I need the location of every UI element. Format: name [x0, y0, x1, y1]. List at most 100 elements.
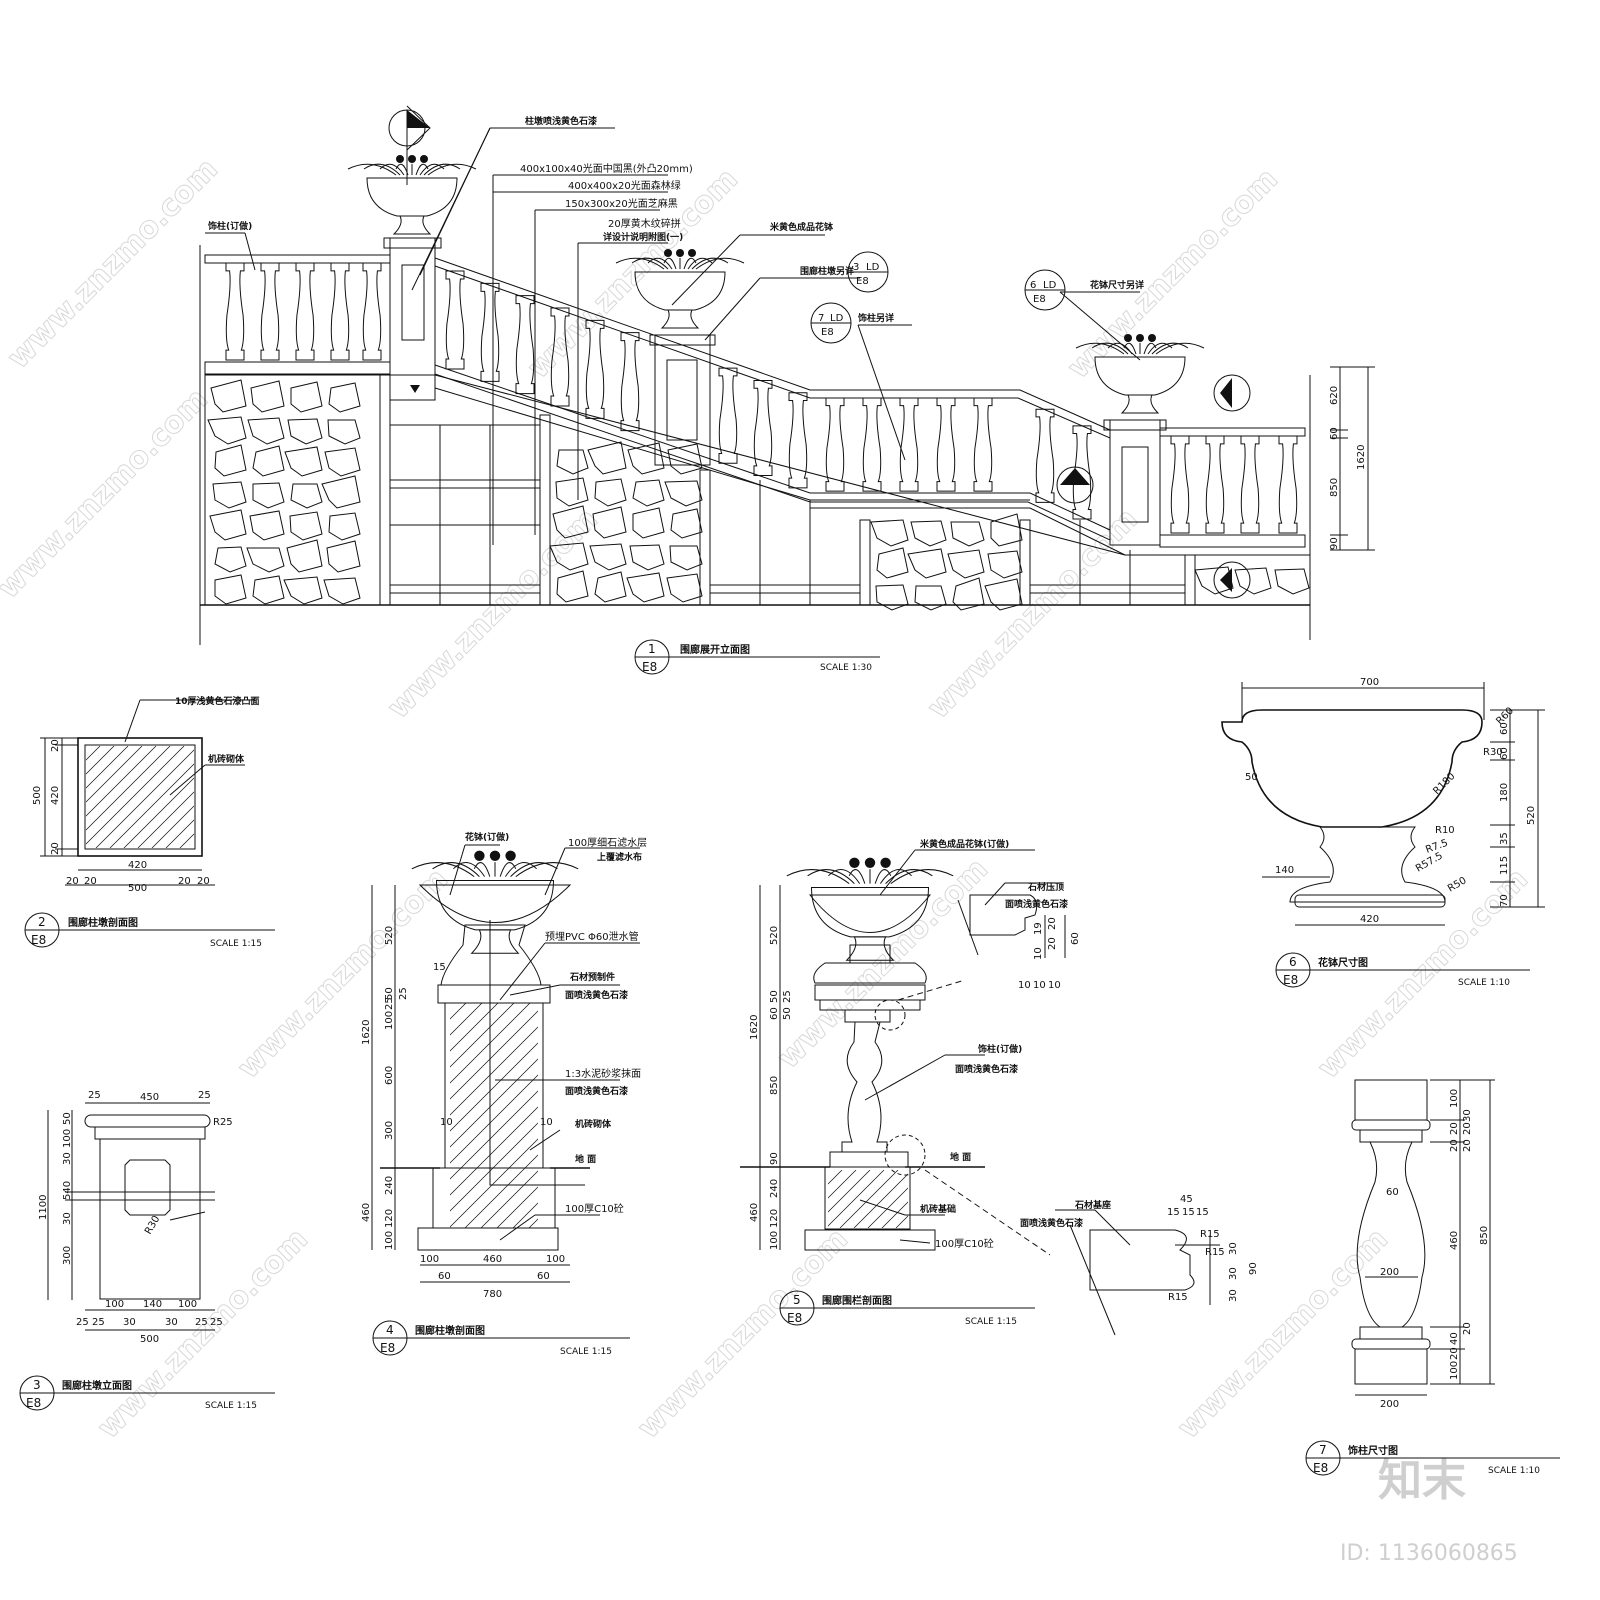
- dimension-text: 100: [1449, 1361, 1460, 1380]
- dimension-text: 120: [384, 1209, 395, 1228]
- dimension-text: 460: [361, 1203, 372, 1222]
- dimension-text: 30: [62, 1212, 73, 1225]
- hatch-line: [828, 1170, 857, 1199]
- dimension-text: 60: [769, 1007, 780, 1020]
- stone-pattern: [552, 505, 589, 539]
- dimension-text: 25: [398, 987, 409, 1000]
- pier-planter-section: 花钵(订做) 100厚细石滤水层 上覆滤水布 预埋PVC Φ60泄水管 石材预制…: [361, 831, 647, 1357]
- annotation-label: 饰柱另详: [857, 312, 894, 324]
- dimension-text: 700: [1360, 677, 1379, 688]
- hatch-line: [109, 763, 194, 848]
- dimension-text: R25: [213, 1117, 233, 1128]
- stone-pattern: [1234, 567, 1272, 595]
- dimension-text: 100: [384, 1231, 395, 1250]
- hatch-line: [881, 1201, 908, 1228]
- plant-leaf: [890, 869, 954, 885]
- stone-pattern: [592, 506, 627, 539]
- hatch-line: [86, 746, 129, 789]
- annotation-label: 1:3水泥砂浆抹面: [565, 1067, 641, 1080]
- stone-pattern: [947, 549, 985, 579]
- hatch-line: [839, 1153, 852, 1166]
- hatch-line: [432, 987, 446, 1001]
- annotation-label: 石材基座: [1074, 1199, 1111, 1211]
- drawing-scale: SCALE 1:15: [560, 1347, 612, 1357]
- dimension-text: 25: [384, 997, 395, 1010]
- baluster: [295, 262, 315, 361]
- dimension-text: 30: [1228, 1242, 1239, 1255]
- annotation-label: 150x300x20光面芝麻黑: [565, 197, 678, 210]
- dimension-text: 20: [50, 842, 61, 855]
- dimension-text: 50: [1245, 772, 1258, 783]
- baluster: [225, 262, 245, 361]
- dimension-text: 100: [105, 1299, 124, 1310]
- stone-pattern: [246, 547, 285, 573]
- callout-sheet: E8: [1033, 294, 1046, 305]
- dimension-text: 10: [1018, 980, 1031, 991]
- stone-pattern: [626, 572, 665, 603]
- dimension-text: 20: [1449, 1122, 1460, 1135]
- baluster: [753, 379, 773, 477]
- baluster: [480, 282, 500, 382]
- hatch-line: [828, 1170, 871, 1213]
- dimension-text: 600: [384, 1066, 395, 1085]
- baluster: [718, 367, 738, 464]
- annotation-label: 机砖基础: [920, 1203, 956, 1215]
- dimension-text: R10: [1435, 825, 1455, 836]
- hatch-line: [829, 1153, 842, 1166]
- hatch-line: [468, 987, 482, 1001]
- annotation-label: 400x400x20光面森林绿: [568, 179, 681, 192]
- planter-dimension-drawing: 700 R60 R30 60 60 50 R180 180 520 R10 R7…: [1221, 677, 1545, 988]
- hatch-line: [95, 749, 194, 848]
- drawing-title: 围廊柱墩剖面图: [68, 916, 138, 929]
- plant-leaf: [1123, 342, 1137, 355]
- hatch-line: [859, 1153, 872, 1166]
- plant-leaf: [1155, 342, 1205, 355]
- dimension-text: 100: [546, 1254, 565, 1265]
- dimension-text: 520: [1526, 806, 1537, 825]
- stone-pattern: [914, 585, 947, 611]
- hatch-line: [546, 987, 560, 1001]
- hatch-line: [496, 1186, 538, 1228]
- plant-leaf: [1151, 342, 1189, 355]
- plant-leaf: [848, 869, 866, 884]
- dimension-text: 50: [782, 1007, 793, 1020]
- baluster: [1240, 435, 1260, 534]
- stone-pattern: [290, 381, 323, 413]
- baluster: [515, 295, 535, 395]
- dimension-text: 200: [1380, 1399, 1399, 1410]
- planter-stem: [392, 215, 432, 235]
- flower-icon: [420, 155, 428, 163]
- plant-leaf: [510, 862, 558, 877]
- drawing-scale: SCALE 1:15: [210, 939, 262, 949]
- flower-icon: [664, 249, 672, 257]
- annotation-label: 石材预制件: [569, 971, 615, 983]
- drawing-title: 围廊柱墩立面图: [62, 1379, 132, 1392]
- dimension-text: 100: [62, 1129, 73, 1148]
- sheet-number: E8: [31, 933, 46, 947]
- flower-planter: [1075, 334, 1205, 414]
- annotation-label: 饰柱(订做): [207, 220, 252, 232]
- dimension-text: 100: [384, 1011, 395, 1030]
- stone-pattern: [252, 575, 285, 605]
- hatch-line: [528, 1218, 538, 1228]
- plant-leaf: [515, 862, 579, 878]
- elevation-drawing: 柱墩喷浅黄色石漆 400x100x40光面中国黑(外凸20mm) 400x400…: [199, 105, 1375, 961]
- stone-pattern: [670, 508, 703, 539]
- dimension-text: 90: [1329, 537, 1340, 550]
- dimension-text: R15: [1168, 1292, 1188, 1303]
- annotation-label: 花钵尺寸另详: [1090, 279, 1144, 291]
- dimension-text: 50: [384, 987, 395, 1000]
- plant-leaf: [879, 869, 912, 884]
- dimension-text: 20: [50, 739, 61, 752]
- dimension-text: R30: [1483, 747, 1503, 758]
- dimension-text: 25: [198, 1090, 211, 1101]
- annotation-label: 20厚黄木纹碎拼: [608, 217, 681, 230]
- annotation-label: 围廊柱墩另详: [800, 265, 854, 277]
- plant-leaf: [379, 163, 405, 176]
- hatch-line: [444, 987, 458, 1001]
- hatch-line: [480, 987, 494, 1001]
- annotation-label: 地 面: [950, 1151, 971, 1163]
- flower-icon: [1136, 334, 1144, 342]
- plant-leaf: [807, 869, 855, 884]
- watermark-text: www.znzmo.com: [0, 382, 215, 606]
